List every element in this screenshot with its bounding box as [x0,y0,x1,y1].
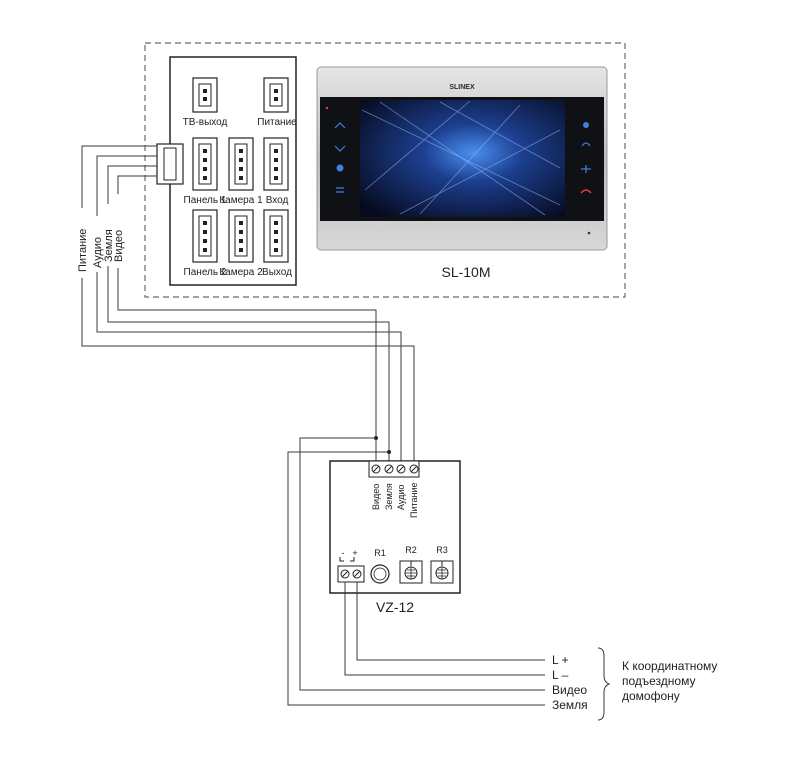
module-model-label: VZ-12 [376,599,414,615]
terminal-label-power: Питание [409,482,419,518]
r3-trimmer [430,560,454,584]
connector-camera-2 [228,209,254,263]
monitor-cable [81,145,415,462]
output-lines [287,437,545,706]
terminal-label-video: Видео [371,484,381,510]
left-button-icons [334,122,346,193]
cable-label-video: Видео [113,230,125,262]
output-l-plus: L + [552,653,569,667]
l-terminal-block [337,557,365,583]
destination-line-1: К координатному [622,659,717,673]
terminal-label-audio: Аудио [396,485,406,510]
cable-label-audio: Аудио [92,237,104,268]
brand-logo: SLINEX [449,84,475,91]
terminal-label-ground: Земля [384,483,394,510]
connector-camera-1 [228,137,254,191]
output-brace [597,647,611,721]
right-button-icons [580,122,592,194]
cable-label-power: Питание [77,229,89,272]
label-camera-1: Камера 1 [219,195,263,206]
monitor-boundary [144,42,626,298]
label-input: Вход [266,195,289,206]
r2-label: R2 [405,545,417,555]
cable-plug [156,143,184,185]
output-ground: Земля [552,698,588,712]
label-panel-1: Панель 1 [184,195,227,206]
connector-output [263,209,289,263]
monitor-model-label: SL-10M [441,264,490,280]
r2-trimmer [399,560,423,584]
destination-line-3: домофону [622,689,680,703]
terminal-block-top [368,460,420,478]
label-panel-2: Панель 2 [184,267,227,278]
label-output: Выход [262,267,292,278]
monitor-device: SLINEX [316,66,608,251]
connector-input [263,137,289,191]
destination-line-2: подъездному [622,674,695,688]
r3-label: R3 [436,545,448,555]
label-tv-out: ТВ-выход [183,117,228,128]
l-plus-mark: + [352,548,357,558]
connector-panel-2 [192,209,218,263]
l-minus-mark: - [342,548,345,558]
r1-label: R1 [374,548,386,558]
output-video: Видео [552,683,587,697]
label-camera-2: Камера 2 [219,267,263,278]
connector-power [263,77,289,113]
connector-tv-out [192,77,218,113]
connector-panel-1 [192,137,218,191]
output-l-minus: L – [552,668,569,682]
label-power: Питание [257,117,297,128]
cable-label-ground: Земля [103,229,115,262]
